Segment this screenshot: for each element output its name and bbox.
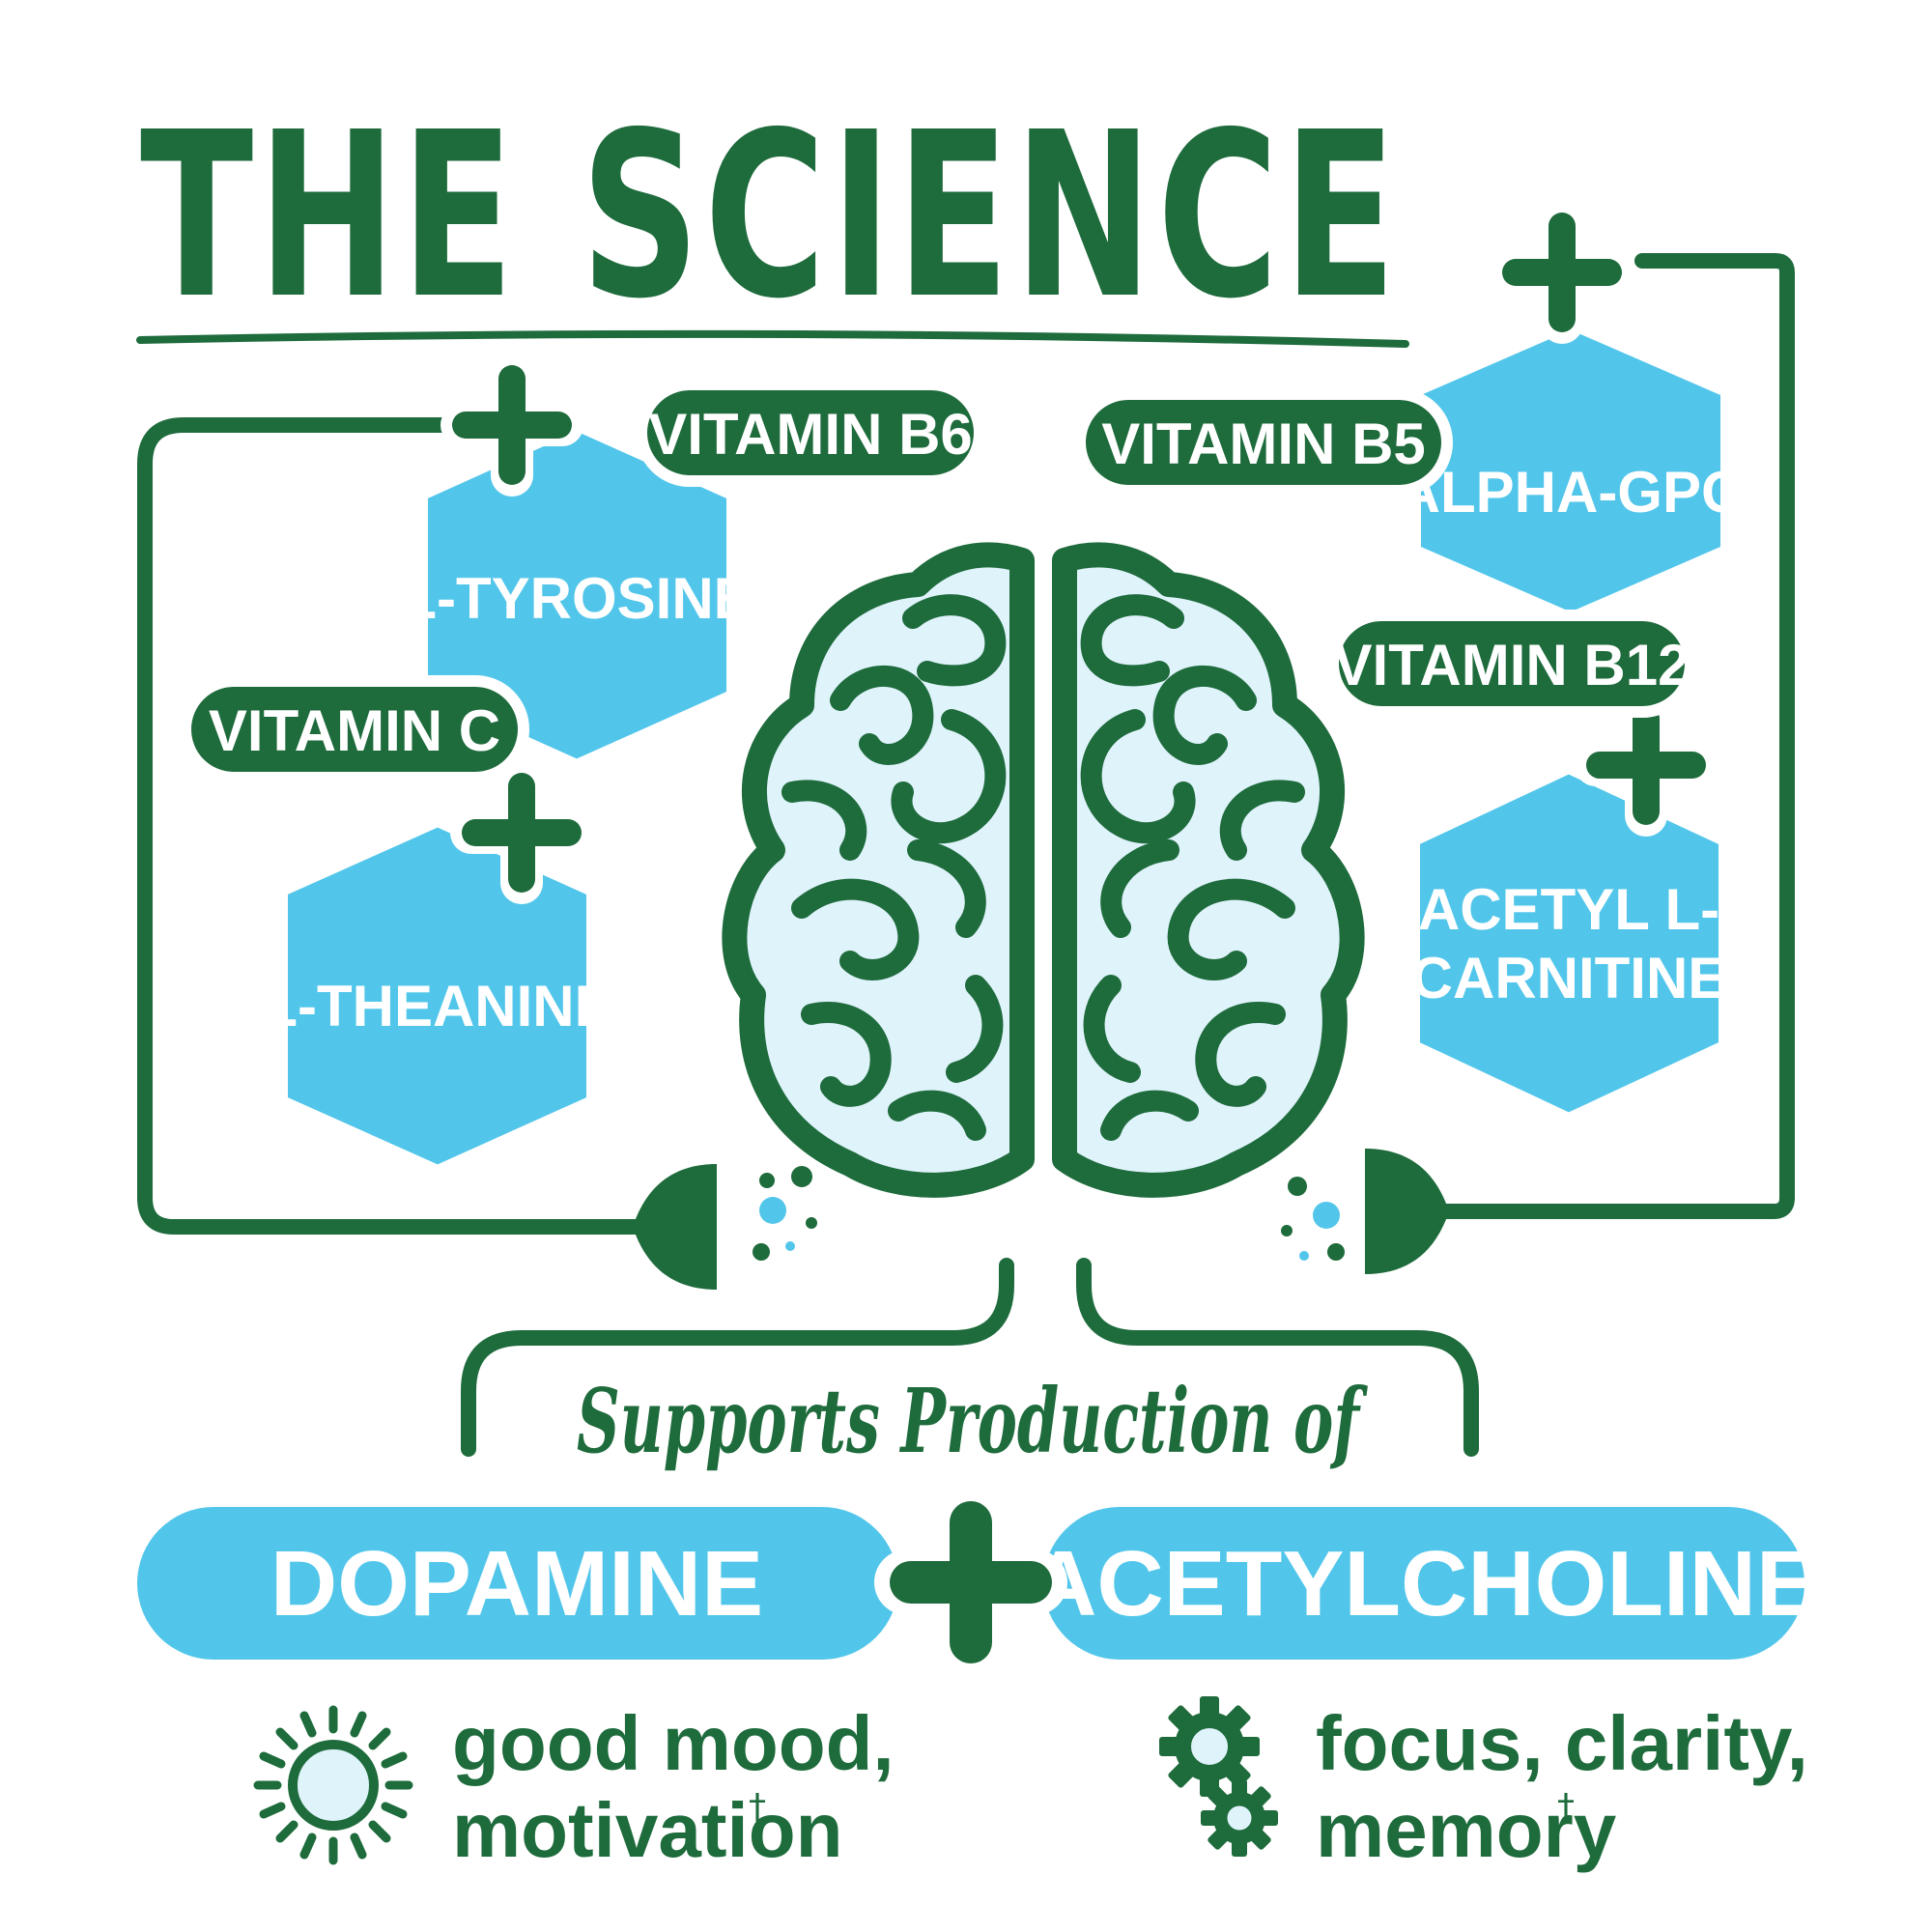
particle bbox=[806, 1217, 817, 1229]
right-plug bbox=[1365, 1149, 1449, 1274]
connector-text: Supports Production of bbox=[577, 1369, 1368, 1473]
particle bbox=[1281, 1225, 1293, 1236]
hex-acetyl-l-carnitine: ACETYL L- CARNITINE bbox=[1408, 761, 1730, 1125]
gears-icon bbox=[1159, 1696, 1278, 1857]
acetylcholine-label: ACETYLCHOLINE bbox=[1030, 1532, 1818, 1635]
hexagon bbox=[276, 814, 598, 1178]
benefit-right-line1: focus, clarity, bbox=[1316, 1700, 1808, 1786]
dopamine-pill bbox=[137, 1507, 898, 1660]
plus-icon bbox=[1491, 201, 1634, 344]
vitamin-b6-label: VITAMIN B6 bbox=[648, 402, 973, 467]
title-underline bbox=[136, 329, 1409, 348]
pill-vitamin-b6: VITAMIN B6 bbox=[636, 379, 985, 487]
plus-icon bbox=[450, 761, 593, 904]
page-title: THE SCIENCE bbox=[140, 83, 1401, 349]
hex-l-theanine: L-THEANINE bbox=[262, 814, 613, 1178]
right-circuit-line bbox=[1417, 253, 1795, 1219]
pill-vitamin-c: VITAMIN C bbox=[180, 675, 529, 783]
benefit-left-line2: motivation bbox=[452, 1787, 842, 1873]
left-circuit-line bbox=[137, 417, 665, 1235]
l-tyrosine-label: L-TYROSINE bbox=[401, 566, 752, 631]
particle bbox=[791, 1166, 812, 1187]
gear-small-icon bbox=[1201, 1779, 1278, 1857]
particle bbox=[759, 1197, 786, 1224]
particle bbox=[785, 1241, 795, 1251]
acetyl-l-carnitine-label-line2: CARNITINE bbox=[1411, 946, 1727, 1010]
particle bbox=[1288, 1177, 1307, 1196]
l-theanine-label: L-THEANINE bbox=[262, 974, 612, 1038]
left-plug bbox=[633, 1164, 717, 1290]
brain-folds-right bbox=[1080, 594, 1305, 1141]
benefit-left-line1: good mood, bbox=[452, 1700, 895, 1786]
alpha-gpc-label: ALPHA-GPC bbox=[1399, 460, 1744, 525]
vitamin-c-label: VITAMIN C bbox=[209, 698, 500, 763]
acetylcholine-pill bbox=[1043, 1507, 1804, 1660]
output-dopamine: DOPAMINE bbox=[137, 1507, 898, 1660]
vitamin-b5-label: VITAMIN B5 bbox=[1101, 412, 1426, 476]
dagger-left: † bbox=[749, 1787, 766, 1827]
gear-large-icon bbox=[1159, 1696, 1260, 1797]
brain-icon bbox=[722, 542, 1365, 1198]
plus-icon bbox=[440, 354, 583, 497]
particle bbox=[753, 1243, 770, 1261]
plus-icon bbox=[874, 1486, 1067, 1679]
brain-folds-left bbox=[781, 594, 1007, 1141]
particle bbox=[1299, 1251, 1309, 1261]
particle bbox=[759, 1173, 775, 1188]
particle bbox=[1313, 1202, 1340, 1229]
bracket-right bbox=[1076, 1258, 1479, 1457]
hex-l-tyrosine: L-TYROSINE bbox=[401, 418, 753, 772]
particle bbox=[1327, 1243, 1345, 1261]
pill-vitamin-b12: VITAMIN B12 bbox=[1327, 610, 1696, 718]
hexagon bbox=[416, 418, 738, 772]
hexagon bbox=[1408, 761, 1730, 1125]
output-acetylcholine: ACETYLCHOLINE bbox=[1030, 1507, 1818, 1660]
bracket-left bbox=[461, 1258, 1014, 1457]
dagger-right: † bbox=[1557, 1787, 1575, 1827]
sun-icon bbox=[253, 1705, 413, 1865]
pill-vitamin-b5: VITAMIN B5 bbox=[1074, 388, 1453, 497]
acetyl-l-carnitine-label-line1: ACETYL L- bbox=[1418, 877, 1719, 942]
vitamin-b12-label: VITAMIN B12 bbox=[1334, 633, 1690, 697]
plus-icon bbox=[1575, 694, 1718, 837]
hex-alpha-gpc: ALPHA-GPC bbox=[1399, 317, 1744, 625]
benefit-right-line2: memory bbox=[1316, 1787, 1617, 1873]
dopamine-label: DOPAMINE bbox=[270, 1532, 763, 1635]
